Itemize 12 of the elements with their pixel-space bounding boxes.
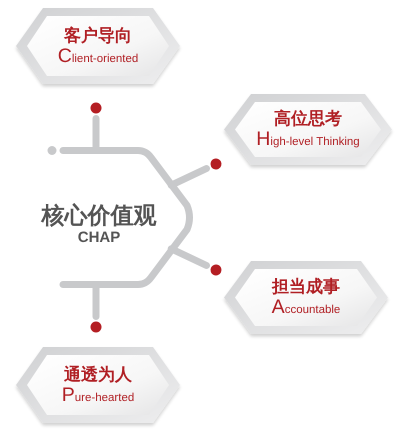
value-title: 客户导向 xyxy=(64,24,132,46)
value-title: 通透为人 xyxy=(64,364,132,384)
value-subtitle: Pure-hearted xyxy=(62,384,134,408)
value-subtitle: Client-oriented xyxy=(58,46,138,68)
value-title: 担当成事 xyxy=(272,276,340,297)
core-value-title: 核心价值观 xyxy=(42,202,156,228)
value-subtitle: Accountable xyxy=(272,297,340,320)
branch-connector xyxy=(90,102,102,150)
value-title: 高位思考 xyxy=(274,108,342,129)
core-value-acronym: CHAP xyxy=(78,228,120,246)
value-subtitle: High-level Thinking xyxy=(256,129,360,152)
branch-frame xyxy=(38,146,196,288)
